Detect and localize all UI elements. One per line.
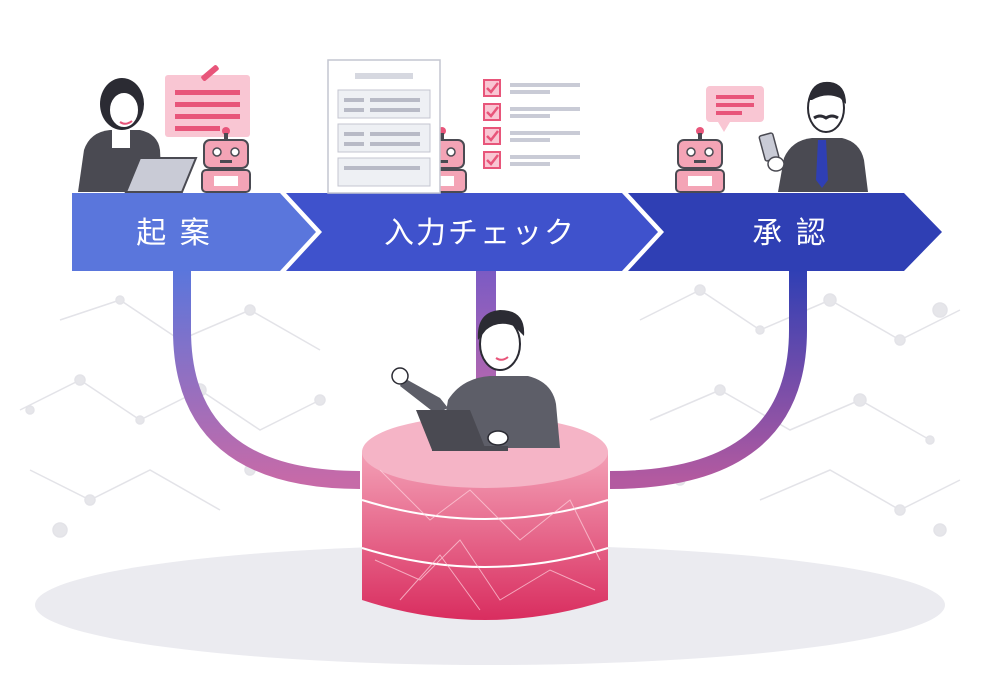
step-label-draft: 起 案 <box>136 216 212 251</box>
step-banners: 起 案 入力チェック 承 認 <box>72 193 942 271</box>
man-with-laptop-icon <box>391 310 560 451</box>
step-label-check: 入力チェック <box>384 216 576 251</box>
step-banner-approve <box>628 193 942 271</box>
checklist-icon <box>483 79 580 169</box>
arc-right <box>609 270 807 489</box>
step-label-approve: 承 認 <box>752 216 828 251</box>
memo-with-pencil-icon <box>165 65 250 137</box>
form-document-icon <box>327 59 441 194</box>
woman-with-laptop-icon <box>78 78 198 193</box>
step-banner-check <box>286 193 658 271</box>
robot-icon <box>201 127 251 193</box>
step-banner-draft <box>72 193 316 271</box>
businessman-with-phone-icon <box>758 81 868 192</box>
robot-icon <box>675 127 725 193</box>
speech-bubble-icon <box>706 86 764 132</box>
arc-left <box>173 270 361 489</box>
